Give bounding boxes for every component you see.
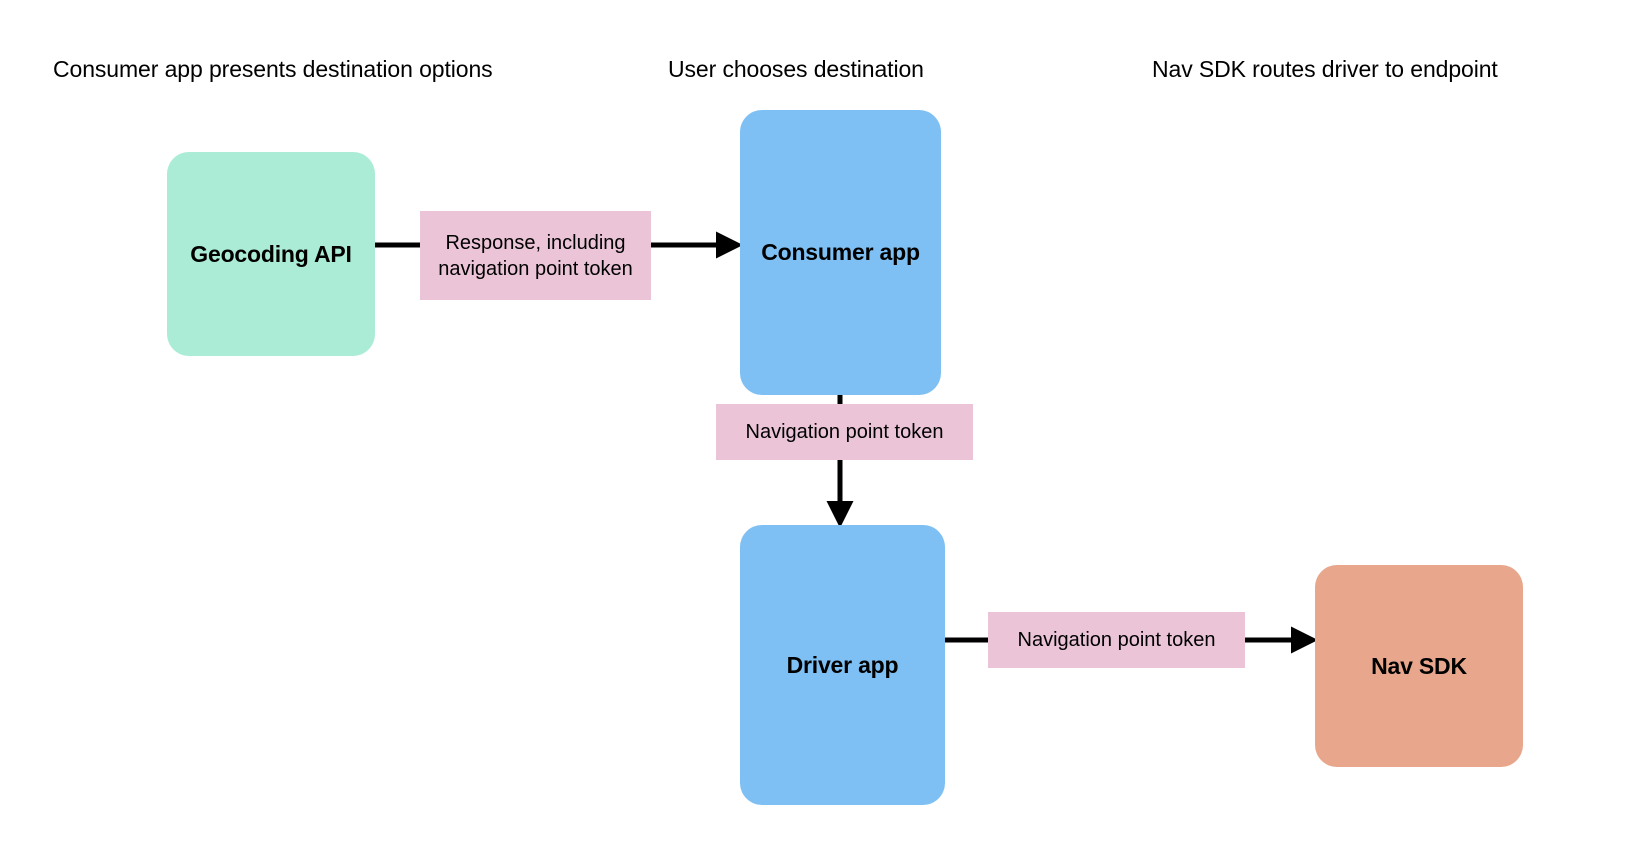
node-nav-sdk-label: Nav SDK [1371, 652, 1467, 679]
column-header-consumer: Consumer app presents destination option… [53, 56, 493, 82]
node-consumer-app-label: Consumer app [761, 239, 920, 265]
edge-label-navigation-point-token-horizontal: Navigation point token [988, 612, 1245, 668]
column-header-user: User chooses destination [668, 56, 924, 82]
node-geocoding-api-label: Geocoding API [190, 240, 352, 267]
column-header-navsdk: Nav SDK routes driver to endpoint [1152, 56, 1498, 82]
node-geocoding-api[interactable]: Geocoding API [167, 152, 375, 356]
edge-label-navigation-point-token-vertical: Navigation point token [716, 404, 973, 460]
edge-label-response-including-navigation-point-token: Response, including navigation point tok… [420, 211, 651, 300]
edge-label-nav-token-vertical-text: Navigation point token [745, 421, 944, 443]
edge-label-nav-token-horizontal-text: Navigation point token [1017, 629, 1216, 651]
edge-label-response-text: Response, including navigation point tok… [438, 231, 633, 280]
node-consumer-app[interactable]: Consumer app [740, 110, 941, 395]
node-driver-app-label: Driver app [786, 651, 899, 678]
node-driver-app[interactable]: Driver app [740, 525, 945, 805]
node-nav-sdk[interactable]: Nav SDK [1315, 565, 1523, 767]
